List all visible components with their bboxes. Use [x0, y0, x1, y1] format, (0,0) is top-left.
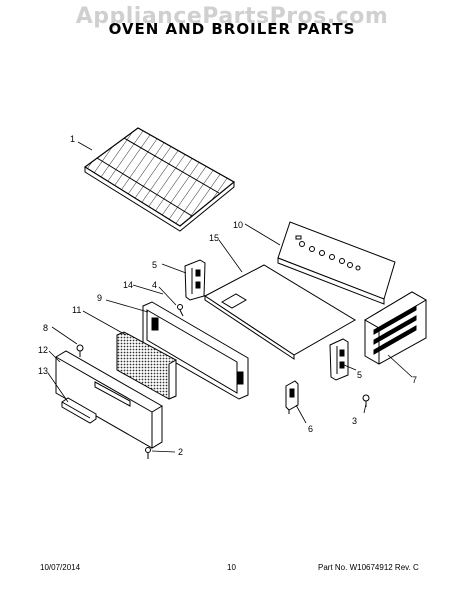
screw-bottom: [145, 447, 151, 459]
door-handle: [61, 397, 97, 424]
callout-13: 13: [38, 366, 48, 376]
callout-4: 4: [152, 280, 157, 290]
footer-part-number: Part No. W10674912 Rev. C: [318, 563, 419, 572]
hinge: [285, 380, 299, 414]
callout-9: 9: [97, 293, 102, 303]
page-title: OVEN AND BROILER PARTS: [108, 20, 356, 38]
callout-5-right: 5: [357, 370, 362, 380]
outer-door-panel: [55, 350, 163, 449]
oven-rack: [83, 127, 236, 232]
callout-8: 8: [43, 323, 48, 333]
callout-5-left: 5: [152, 260, 157, 270]
callout-10: 10: [233, 220, 243, 230]
bracket-left: [184, 259, 206, 301]
rear-panel: [277, 221, 396, 305]
callout-2: 2: [178, 447, 183, 457]
callout-11: 11: [72, 305, 81, 315]
broiler-bracket: [364, 291, 427, 365]
footer-date: 10/07/2014: [40, 563, 81, 572]
bracket-right: [329, 338, 349, 381]
screw-door: [76, 344, 84, 357]
watermark-text: AppliancePartsPros.com: [75, 4, 389, 29]
callout-labels: 1 2 3 4 5 5 6 7 8 9 10 11 12 13 14 15: [38, 134, 417, 457]
footer-page-number: 10: [227, 563, 236, 572]
callout-15: 15: [209, 233, 219, 243]
callout-3: 3: [352, 416, 357, 426]
door-insulation: [116, 331, 177, 400]
inner-door-frame: [142, 301, 249, 400]
callout-14: 14: [123, 280, 133, 290]
callout-12: 12: [38, 345, 48, 355]
callout-7: 7: [412, 375, 417, 385]
callout-1: 1: [70, 134, 75, 144]
leader-lines: [47, 141, 413, 453]
screw-top: [177, 304, 184, 317]
callout-6: 6: [308, 424, 313, 434]
bottom-plate: [204, 264, 356, 360]
